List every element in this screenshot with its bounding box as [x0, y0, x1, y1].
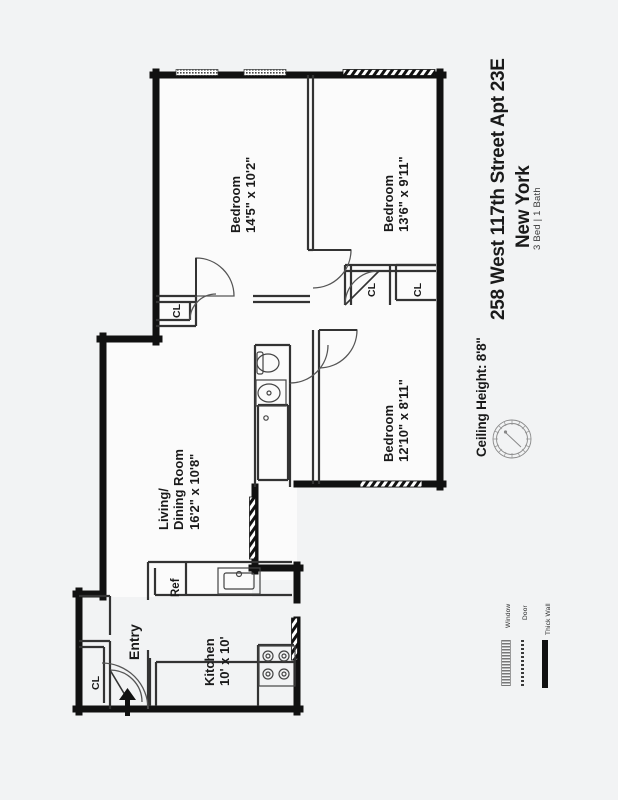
room-dimensions: 10' x 10' [217, 636, 233, 686]
legend-label-window: Window [505, 603, 512, 628]
floor-fill [100, 72, 443, 597]
closet-label-bedroom-1: CL [171, 304, 183, 318]
room-label-bedroom-3: Bedroom 12'10" x 8'11" [381, 379, 412, 462]
room-name: Bedroom [228, 175, 243, 233]
room-label-kitchen: Kitchen 10' x 10' [202, 636, 233, 686]
room-name: Bedroom [381, 404, 396, 462]
room-dimensions: 16'2" x 10'8" [186, 453, 202, 530]
entry-arrow [119, 688, 136, 716]
room-label-bedroom-2: Bedroom 13'6" x 9'11" [381, 156, 412, 232]
room-label-bedroom-1: Bedroom 14'5" x 10'2" [228, 157, 259, 233]
interior-walls [79, 75, 436, 709]
entry-label: Entry [126, 624, 142, 660]
closet-label-hall-b: CL [412, 283, 424, 297]
legend-swatch-door [521, 640, 524, 686]
bathroom-fixtures [255, 351, 287, 421]
legend-label-thick-wall: Thick Wall [545, 603, 552, 635]
windows [175, 69, 436, 661]
room-name: Bedroom [381, 174, 396, 232]
doors [101, 249, 380, 710]
room-name: Kitchen [202, 638, 217, 686]
refrigerator-label: Ref [170, 578, 182, 597]
room-dimensions: 12'10" x 8'11" [396, 379, 412, 462]
ceiling-height-label: Ceiling Height: 8'8" [474, 337, 489, 457]
page-title-address: 258 West 117th Street Apt 23E [488, 58, 509, 320]
legend-swatch-window [501, 640, 511, 686]
page-subtitle: 3 Bed | 1 Bath [532, 187, 543, 250]
legend-label-door: Door [522, 605, 529, 620]
closet-label-hall-a: CL [366, 283, 378, 297]
compass-rose [492, 419, 532, 459]
room-name-line-1: Living/ [156, 488, 171, 530]
room-dimensions: 14'5" x 10'2" [243, 156, 259, 233]
closet-label-entry: CL [90, 676, 102, 690]
legend-swatch-thick-wall [542, 640, 548, 688]
room-dimensions: 13'6" x 9'11" [396, 156, 412, 232]
room-name-line-2: Dining Room [171, 449, 187, 530]
room-label-living-dining: Living/ Dining Room 16'2" x 10'8" [156, 449, 202, 530]
kitchen-fixtures [217, 567, 296, 687]
